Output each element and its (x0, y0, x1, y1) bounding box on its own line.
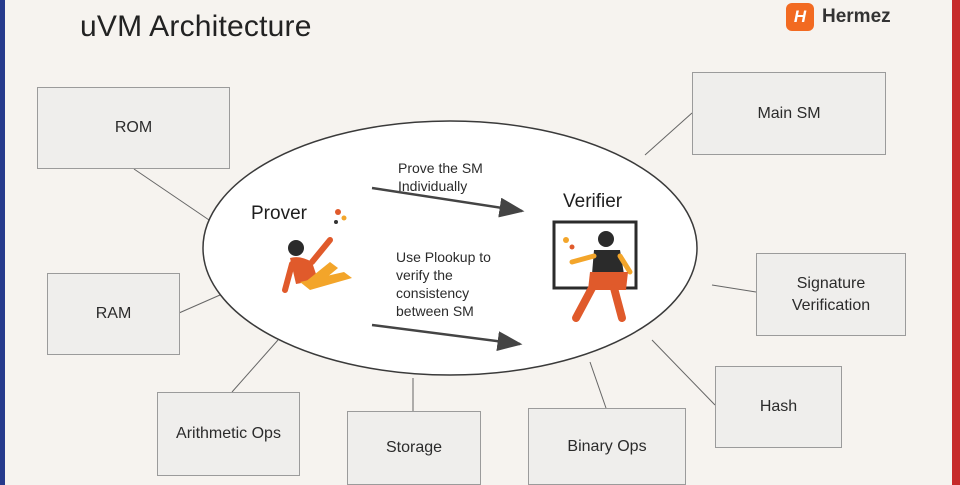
central-ellipse (202, 120, 698, 376)
verifier-label: Verifier (563, 191, 623, 212)
connector-arithmetic (231, 339, 279, 393)
hash-box: Hash (715, 366, 842, 448)
arithmetic-ops-box: Arithmetic Ops (157, 392, 300, 476)
arrow-top-line1: Prove the SM (398, 160, 483, 176)
page-title: uVM Architecture (80, 10, 312, 43)
signature-label-line2: Verification (791, 296, 871, 314)
right-frame-border (952, 0, 960, 485)
main-sm-box: Main SM (692, 72, 886, 155)
prover-illustration (282, 209, 352, 293)
arithmetic-ops-label: Arithmetic Ops (176, 425, 281, 442)
arrow-bottom-line3: consistency (396, 285, 470, 301)
arrow-bottom-caption: Use Plookup to verify the consistency be… (396, 248, 491, 320)
hermez-logo: H Hermez (786, 3, 891, 31)
storage-box: Storage (347, 411, 481, 485)
connector-hash (651, 339, 716, 406)
connector-main-sm (644, 112, 693, 156)
signature-label-line1: Signature (796, 274, 866, 292)
verifier-illustration (552, 220, 638, 322)
ram-label: RAM (95, 305, 132, 322)
connector-binary (589, 361, 607, 409)
main-sm-label: Main SM (757, 104, 821, 122)
prover-label: Prover (251, 203, 307, 224)
arrow-prove-individually (371, 186, 525, 218)
rom-label: ROM (114, 119, 153, 136)
signature-verification-box: Signature Verification (756, 253, 906, 336)
binary-ops-box: Binary Ops (528, 408, 686, 485)
connector-ram (178, 294, 221, 314)
ram-box: RAM (47, 273, 180, 355)
arrow-plookup (371, 323, 523, 352)
arrow-bottom-line1: Use Plookup to (396, 249, 491, 265)
storage-label: Storage (385, 439, 443, 456)
arrow-top-caption: Prove the SM Individually (398, 159, 483, 195)
rom-box: ROM (37, 87, 230, 169)
arrow-bottom-line4: between SM (396, 303, 474, 319)
binary-ops-label: Binary Ops (567, 437, 647, 455)
arrow-top-line2: Individually (398, 178, 468, 194)
connector-rom (133, 168, 213, 223)
hermez-logo-text: Hermez (822, 6, 891, 27)
hash-label: Hash (759, 398, 798, 415)
left-frame-border (0, 0, 5, 485)
hermez-logo-icon: H (786, 3, 814, 31)
arrow-bottom-line2: verify the (396, 267, 453, 283)
connector-signature (711, 284, 757, 293)
